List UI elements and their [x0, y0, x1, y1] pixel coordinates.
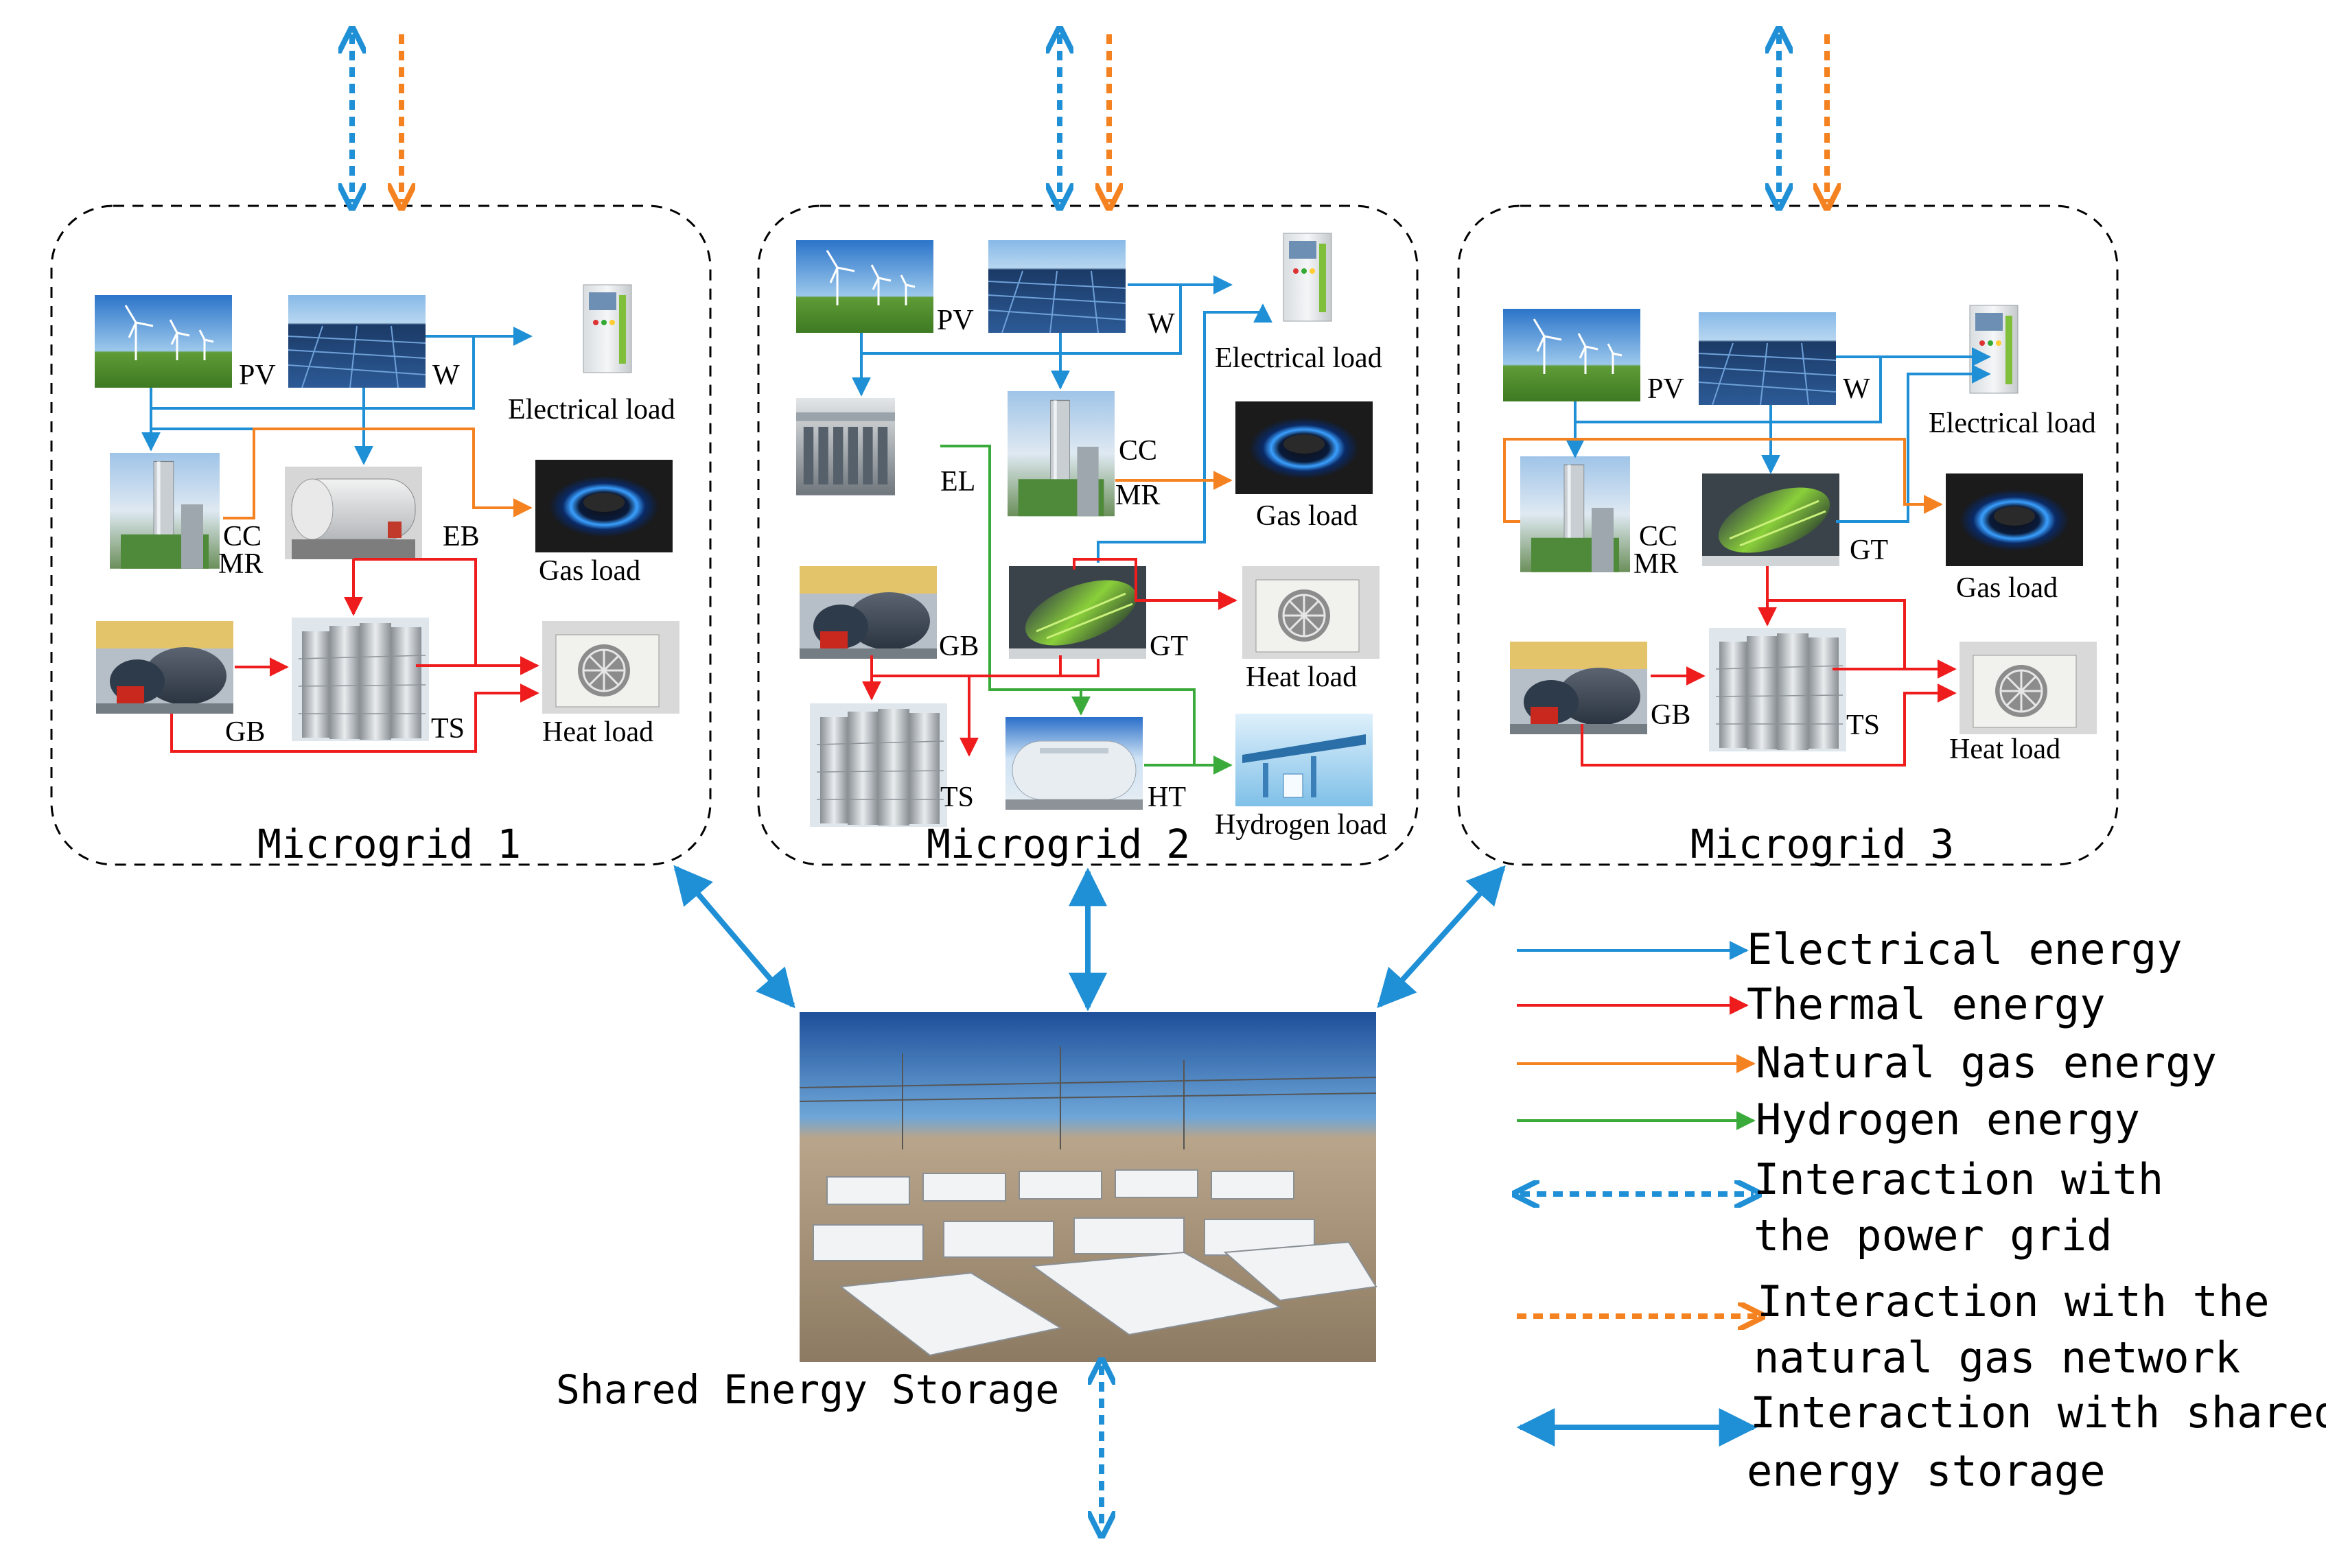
thermal-storage-icon — [291, 617, 430, 742]
legend-ses-label-2: energy storage — [1747, 1446, 2106, 1496]
wind-turbine-icon — [795, 239, 935, 334]
label-heat-load: Heat load — [1246, 662, 1357, 693]
label-pv: PV — [239, 360, 276, 391]
label-ts: TS — [431, 713, 465, 745]
label-gb: GB — [939, 631, 979, 662]
label-cc: CC — [1639, 521, 1677, 552]
legend-gasnet-label-1: Interaction with the — [1757, 1276, 2270, 1326]
hydrogen-tank-icon — [1005, 716, 1143, 810]
air-conditioner-icon — [1241, 565, 1381, 660]
label-electrical-load: Electrical load — [508, 394, 675, 425]
electric-boiler-icon — [284, 466, 423, 560]
label-w: W — [1148, 308, 1175, 340]
hydrogen-station-icon — [1235, 713, 1373, 807]
label-mr: MR — [1115, 480, 1160, 511]
label-heat-load: Heat load — [542, 716, 653, 748]
label-gas-load: Gas load — [1956, 572, 2058, 604]
microgrid-1: PV W Electrical load CC MR EB Gas load G… — [93, 281, 681, 867]
label-ts: TS — [940, 782, 974, 813]
thermal-storage-icon — [1708, 627, 1847, 752]
label-el: EL — [940, 466, 975, 498]
label-gas-load: Gas load — [1256, 500, 1358, 532]
label-gas-load: Gas load — [539, 555, 640, 587]
air-conditioner-icon — [1958, 640, 2098, 736]
wind-turbine-icon — [1502, 307, 1642, 403]
legend: Electrical energy Thermal energy Natural… — [1517, 924, 2326, 1496]
gas-boiler-icon — [1510, 642, 1647, 734]
label-w: W — [432, 360, 460, 391]
air-conditioner-icon — [541, 620, 681, 715]
methanation-tower-icon — [1520, 456, 1631, 573]
legend-grid-label-2: the power grid — [1754, 1210, 2113, 1261]
microgrid-2: PV W Electrical load EL CC MR Gas load G… — [795, 229, 1387, 867]
label-mr: MR — [1633, 548, 1678, 580]
gas-boiler-icon — [96, 621, 233, 714]
ses-link-mg3 — [1377, 865, 1506, 1009]
gas-turbine-icon — [1008, 565, 1148, 660]
label-eb: EB — [443, 521, 480, 552]
microgrid-2-title: Microgrid 2 — [927, 821, 1190, 867]
thermal-storage-icon — [809, 703, 948, 828]
gas-boiler-icon — [800, 566, 937, 659]
label-gt: GT — [1150, 631, 1188, 662]
label-ht: HT — [1148, 782, 1186, 813]
legend-grid-label-1: Interaction with — [1754, 1154, 2163, 1204]
electrical-cabinet-icon — [1921, 301, 2060, 395]
label-pv: PV — [1647, 373, 1684, 405]
label-gb: GB — [225, 716, 265, 748]
label-pv: PV — [937, 305, 974, 336]
shared-energy-storage: Shared Energy Storage — [556, 865, 1506, 1530]
solar-panel-icon — [988, 239, 1126, 334]
label-gt: GT — [1850, 535, 1888, 566]
shared-energy-storage-label: Shared Energy Storage — [556, 1366, 1059, 1413]
methanation-tower-icon — [1007, 390, 1115, 517]
legend-gasnet-label-2: natural gas network — [1754, 1333, 2240, 1383]
label-heat-load: Heat load — [1949, 734, 2060, 765]
label-electrical-load: Electrical load — [1929, 408, 2096, 439]
legend-hydrogen-label: Hydrogen energy — [1756, 1095, 2140, 1145]
wind-turbine-icon — [93, 294, 233, 389]
legend-ses-label-1: Interaction with shared — [1750, 1388, 2326, 1438]
microgrid-3: PV W Electrical load CC MR GT Gas load G… — [1502, 301, 2098, 867]
electrical-cabinet-icon — [1235, 229, 1373, 323]
microgrid-1-title: Microgrid 1 — [257, 821, 521, 867]
label-ts: TS — [1846, 710, 1880, 741]
label-cc: CC — [223, 521, 261, 552]
gas-burner-icon — [535, 460, 673, 552]
external-network-arrows — [352, 34, 1827, 202]
electrical-cabinet-icon — [535, 281, 673, 375]
label-mr: MR — [218, 548, 263, 580]
battery-container-yard-icon — [799, 1011, 1377, 1363]
ses-link-mg1 — [673, 865, 795, 1009]
legend-electrical-label: Electrical energy — [1747, 924, 2183, 974]
legend-thermal-label: Thermal energy — [1747, 979, 2106, 1029]
solar-panel-icon — [1698, 312, 1837, 406]
gas-burner-icon — [1946, 473, 2083, 566]
label-electrical-load: Electrical load — [1215, 342, 1382, 374]
gas-burner-icon — [1235, 401, 1373, 494]
label-gb: GB — [1651, 699, 1690, 731]
microgrid-3-title: Microgrid 3 — [1690, 821, 1954, 867]
gas-turbine-icon — [1701, 472, 1841, 567]
legend-gas-label: Natural gas energy — [1756, 1038, 2217, 1088]
label-cc: CC — [1119, 435, 1157, 467]
label-hydrogen-load: Hydrogen load — [1215, 809, 1387, 841]
methanation-tower-icon — [109, 452, 220, 570]
electrolyzer-icon — [796, 398, 895, 495]
label-w: W — [1843, 373, 1870, 405]
solar-panel-icon — [288, 294, 426, 388]
